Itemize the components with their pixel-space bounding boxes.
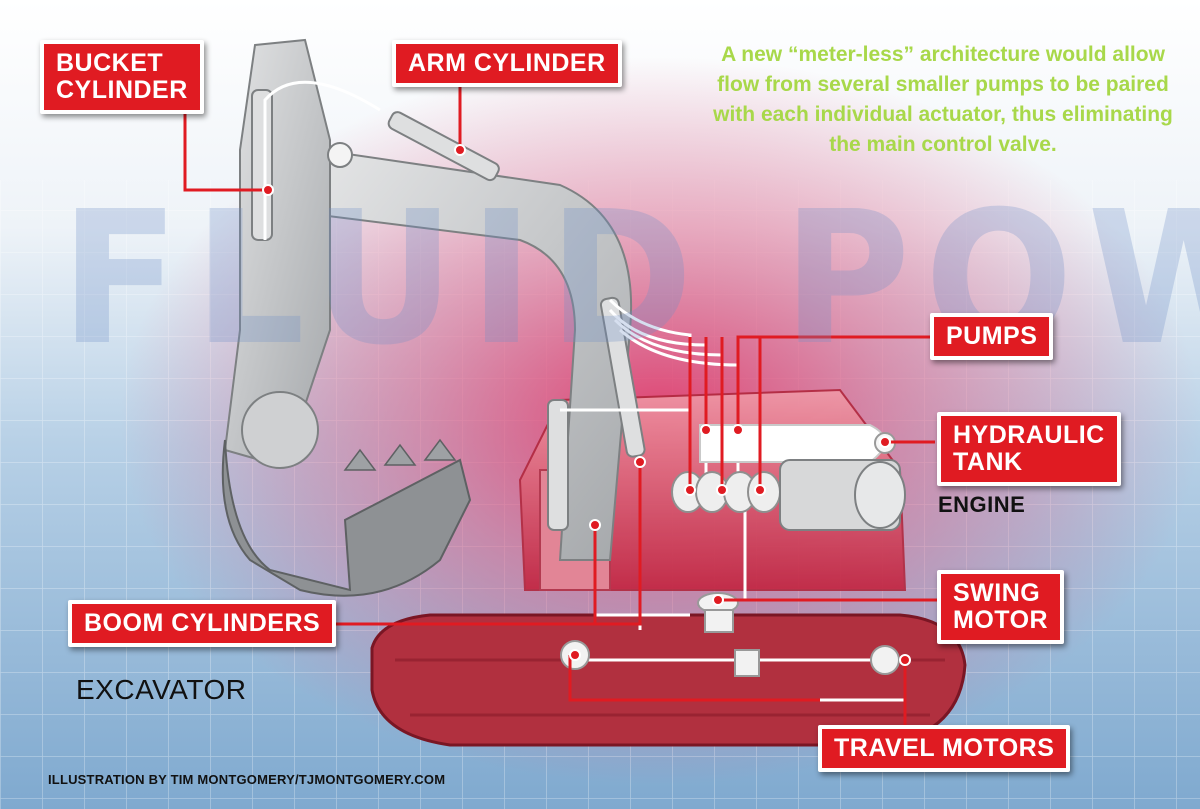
callout-hydraulic-tank: HYDRAULIC TANK bbox=[937, 412, 1121, 486]
callout-travel-motors: TRAVEL MOTORS bbox=[818, 725, 1071, 772]
engine-label: ENGINE bbox=[938, 492, 1026, 517]
callout-swing-motor: SWING MOTOR bbox=[937, 570, 1065, 644]
callout-bucket-cylinder: BUCKET CYLINDER bbox=[40, 40, 204, 114]
architecture-note: A new “meter-less” architecture would al… bbox=[713, 43, 1173, 156]
callout-arm-cylinder: ARM CYLINDER bbox=[392, 40, 622, 87]
callout-boom-cylinders: BOOM CYLINDERS bbox=[68, 600, 337, 647]
illustration-credit: ILLUSTRATION BY TIM MONTGOMERY/TJMONTGOM… bbox=[48, 772, 446, 787]
excavator-label: EXCAVATOR bbox=[76, 674, 247, 705]
callout-pumps: PUMPS bbox=[930, 313, 1054, 360]
